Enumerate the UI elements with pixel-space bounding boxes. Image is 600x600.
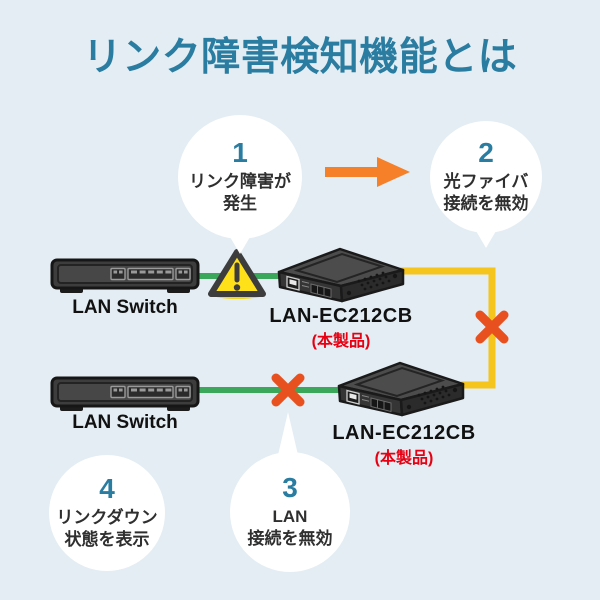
- page-title: リンク障害検知機能とは: [82, 36, 518, 79]
- lan-switch-2-device: [50, 376, 200, 413]
- converter-1-sublabel: (本製品): [311, 333, 371, 350]
- step-1-text-line1: リンク障害が: [189, 172, 291, 191]
- step-1-text-line2: 発生: [223, 194, 257, 213]
- converter-2-sublabel: (本製品): [374, 450, 434, 467]
- step-2-bubble: 2 光ファイバ 接続を無効: [430, 121, 542, 248]
- step-1-number: 1: [232, 137, 248, 168]
- lan-switch-1-label: LAN Switch: [72, 297, 178, 318]
- x-mark-lan-icon: [271, 373, 305, 407]
- step-3-text-line1: LAN: [272, 507, 308, 526]
- step-3-text-line2: 接続を無効: [247, 529, 333, 548]
- step-2-bubble-tail: [476, 231, 496, 248]
- step-1-bubble: 1 リンク障害が 発生: [178, 115, 302, 254]
- step-2-text-line2: 接続を無効: [443, 194, 529, 213]
- step-3-number: 3: [282, 472, 298, 503]
- step-4-number: 4: [99, 473, 115, 504]
- step-4-text-line2: 状態を表示: [64, 530, 150, 549]
- step-3-bubble: 3 LAN 接続を無効: [230, 412, 350, 572]
- lan-switch-1-device: [50, 258, 200, 295]
- media-converter-1-device: [277, 247, 405, 303]
- step-3-bubble-tail: [278, 412, 298, 455]
- warning-icon: [208, 249, 266, 299]
- lan-switch-2-label: LAN Switch: [72, 412, 178, 433]
- step-4-bubble: 4 リンクダウン 状態を表示: [49, 455, 165, 571]
- media-converter-2-device: [337, 361, 465, 417]
- step-4-text-line1: リンクダウン: [56, 508, 158, 527]
- step-2-text-line1: 光ファイバ: [443, 172, 529, 191]
- step-2-number: 2: [478, 137, 494, 168]
- converter-2-label: LAN-EC212CB: [332, 422, 476, 444]
- converter-1-label: LAN-EC212CB: [269, 305, 413, 327]
- step-1-bubble-tail: [230, 237, 250, 254]
- x-mark-fiber-icon: [475, 310, 509, 344]
- arrow-right-icon: [325, 157, 410, 187]
